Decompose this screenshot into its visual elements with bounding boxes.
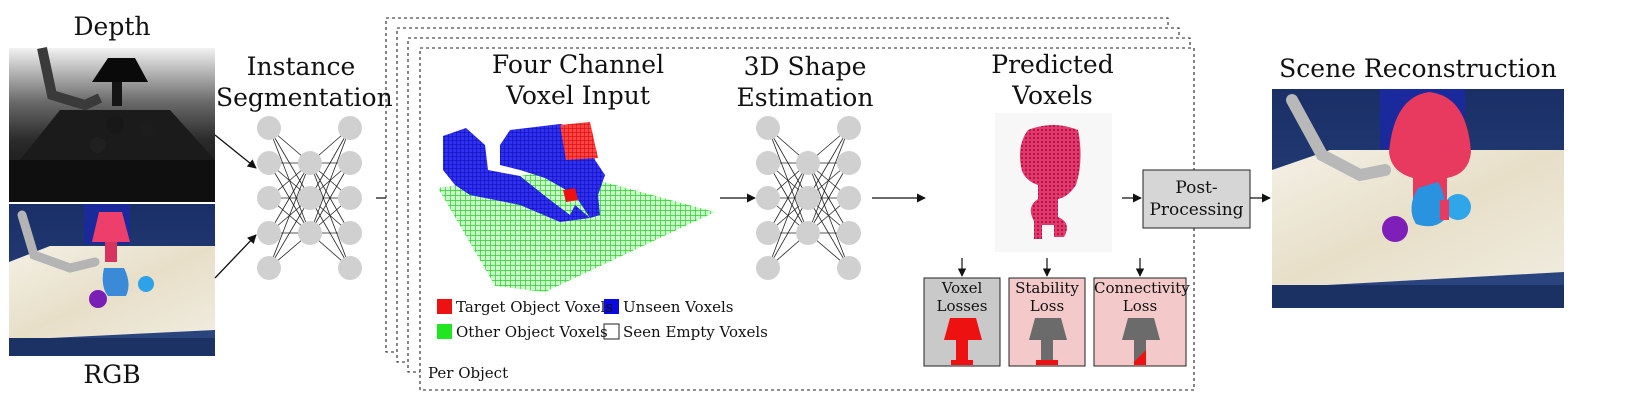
scene-reconstruction-image [1272, 89, 1564, 308]
legend-swatch-target [437, 299, 452, 314]
legend-swatch-other [437, 324, 452, 339]
network-node [257, 221, 281, 245]
network-node [837, 151, 861, 175]
legend [437, 299, 620, 340]
loss-box-voxel [923, 277, 1001, 367]
network-node [796, 186, 820, 210]
network-node [756, 151, 780, 175]
network-edge [268, 162, 311, 234]
legend-swatch-empty [603, 323, 620, 340]
network-node [837, 256, 861, 280]
network-node [756, 256, 780, 280]
voxel-loss-label-line1: Voxel [941, 279, 983, 297]
network-node [257, 151, 281, 175]
network-edge [268, 197, 311, 269]
network-node [338, 186, 362, 210]
predicted-voxels-image [995, 113, 1112, 252]
network-node [257, 256, 281, 280]
rgb-image [9, 204, 215, 356]
stability-loss-label-line2: Loss [1029, 297, 1065, 315]
network-node [756, 186, 780, 210]
network-edge [767, 162, 809, 234]
voxel-loss-label-line2: Losses [936, 297, 988, 315]
network-edge [309, 162, 351, 234]
stability-loss-label-line1: Stability [1015, 279, 1079, 297]
legend-label-other: Other Object Voxels [456, 323, 608, 341]
network-node [796, 151, 820, 175]
network-node [338, 221, 362, 245]
network-node [298, 151, 322, 175]
network-edge [807, 162, 850, 234]
network-edge [807, 127, 850, 199]
network-node [298, 221, 322, 245]
voxel-input-image [438, 122, 715, 292]
network-edge [309, 127, 351, 199]
network-node [298, 186, 322, 210]
network-node [837, 186, 861, 210]
legend-label-unseen: Unseen Voxels [623, 298, 734, 316]
network-node [837, 116, 861, 140]
network-node [837, 221, 861, 245]
network-edge [309, 127, 351, 234]
postprocessing-label-line2: Processing [1149, 200, 1244, 220]
depth-arrow [214, 134, 257, 169]
scene-reconstruction-title: Scene Reconstruction [1279, 54, 1557, 83]
rgb-label: RGB [83, 360, 141, 389]
network-node [257, 186, 281, 210]
legend-swatch-unseen [604, 299, 619, 314]
segmentation-title-line2: Segmentation [216, 83, 393, 112]
shape-network [756, 116, 861, 280]
network-node [756, 221, 780, 245]
network-node [338, 256, 362, 280]
predicted-title-line1: Predicted [991, 50, 1114, 79]
per-object-label: Per Object [428, 364, 509, 382]
postprocessing-label-line1: Post- [1175, 178, 1218, 198]
depth-label: Depth [73, 12, 151, 41]
depth-image [9, 46, 215, 202]
predicted-title-line2: Voxels [1012, 81, 1093, 110]
loss-box-stability [1008, 277, 1086, 367]
network-edge [268, 162, 311, 269]
network-edge [767, 197, 809, 269]
network-edge [767, 162, 809, 269]
network-node [338, 151, 362, 175]
loss-box-connectivity [1093, 277, 1187, 367]
segmentation-network [257, 116, 362, 280]
shape-estimation-title-line1: 3D Shape [743, 52, 867, 81]
connectivity-loss-label-line2: Loss [1122, 297, 1158, 315]
voxel-input-title-line1: Four Channel [491, 50, 665, 79]
network-node [338, 116, 362, 140]
network-node [257, 116, 281, 140]
shape-estimation-title-line2: Estimation [736, 83, 874, 112]
legend-label-empty: Seen Empty Voxels [623, 323, 768, 341]
postprocessing-box [1142, 169, 1251, 229]
rgb-arrow [214, 234, 257, 279]
network-node [796, 221, 820, 245]
network-edge [807, 127, 850, 234]
voxel-input-title-line2: Voxel Input [506, 81, 650, 110]
legend-label-target: Target Object Voxels [456, 298, 614, 316]
segmentation-title-line1: Instance [246, 52, 356, 81]
network-node [756, 116, 780, 140]
connectivity-loss-label-line1: Connectivity [1094, 279, 1190, 297]
